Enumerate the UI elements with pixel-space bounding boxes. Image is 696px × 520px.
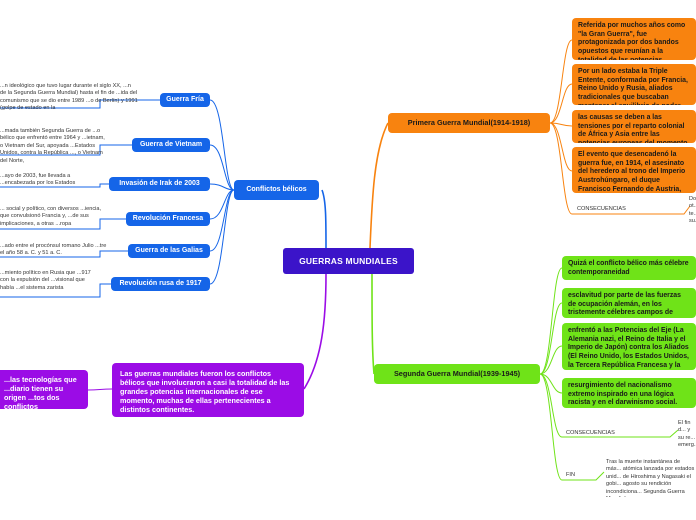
ww2-consequences-text: El fin d... y su re... emerg... superp..… <box>678 420 696 450</box>
ww2-item-1[interactable]: Quizá el conflicto bélico más célebre co… <box>562 256 696 280</box>
cold-war-desc: ...n ideológico que tuvo lugar durante e… <box>0 83 138 112</box>
ww2-consequences-label: CONSECUENCIAS <box>566 430 615 436</box>
cold-war-node[interactable]: Guerra Fría <box>160 93 210 107</box>
gallic-wars-desc: ...ado entre el procónsul romano Julio .… <box>0 243 107 257</box>
ww2-item-4[interactable]: resurgimiento del nacionalismo extremo i… <box>562 378 696 408</box>
ww1-node[interactable]: Primera Guerra Mundial(1914-1918) <box>388 113 550 133</box>
ww1-item-4[interactable]: El evento que desencadenó la guerra fue,… <box>572 147 696 193</box>
ww1-item-1[interactable]: Referida por muchos años como "la Gran G… <box>572 18 696 60</box>
vietnam-war-node[interactable]: Guerra de Vietnam <box>132 138 210 152</box>
iraq-invasion-desc: ...ayo de 2003, fue llevada a ...encabez… <box>0 173 76 187</box>
ww2-end-text: Tras la muerte instantánea de más... ató… <box>606 459 695 497</box>
french-revolution-node[interactable]: Revolución Francesa <box>126 212 210 226</box>
ww2-node[interactable]: Segunda Guerra Mundial(1939-1945) <box>374 364 540 384</box>
russian-revolution-node[interactable]: Revolución rusa de 1917 <box>111 277 210 291</box>
gallic-wars-node[interactable]: Guerra de las Galias <box>128 244 210 258</box>
technology-node[interactable]: ...las tecnologías que ...diario tienen … <box>0 370 88 409</box>
iraq-invasion-node[interactable]: Invasión de Irak de 2003 <box>109 177 210 191</box>
french-revolution-desc: ... social y político, con diversos ...i… <box>0 206 102 227</box>
vietnam-war-desc: ...mada también Segunda Guerra de ...o b… <box>0 128 105 164</box>
ww1-item-2[interactable]: Por un lado estaba la Triple Entente, co… <box>572 64 696 105</box>
russian-revolution-desc: ...miento político en Rusia que ...917 c… <box>0 270 91 291</box>
ww2-item-2[interactable]: esclavitud por parte de las fuerzas de o… <box>562 288 696 318</box>
root-node[interactable]: GUERRAS MUNDIALES <box>283 248 414 274</box>
ww1-item-3[interactable]: las causas se deben a las tensiones por … <box>572 110 696 143</box>
ww1-consequences-text: Do... ot... te... su... <box>689 196 696 225</box>
ww2-end-label: FIN <box>566 472 576 478</box>
ww1-consequences-label: CONSECUENCIAS <box>577 206 626 212</box>
conflicts-node[interactable]: Conflictos bélicos <box>234 180 319 200</box>
ww2-item-3[interactable]: enfrentó a las Potencias del Eje (La Ale… <box>562 323 696 370</box>
summary-node[interactable]: Las guerras mundiales fueron los conflic… <box>112 363 304 417</box>
